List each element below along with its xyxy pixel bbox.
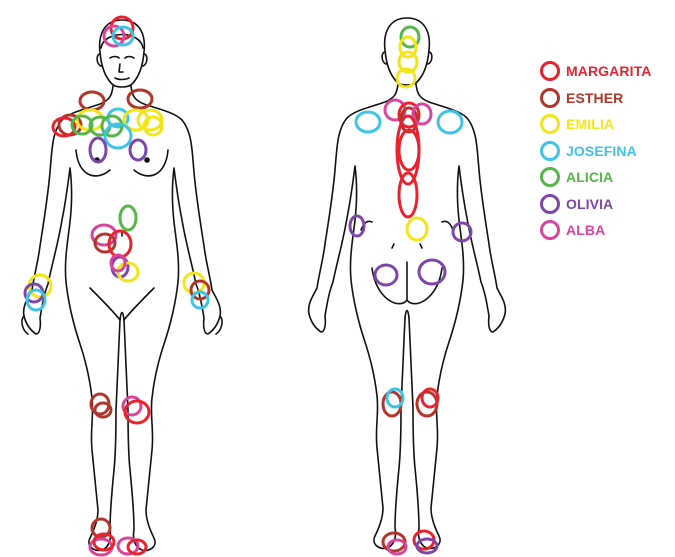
marker-back-spine-margarita [399, 130, 419, 170]
legend-swatch-alicia [540, 167, 560, 187]
marker-back-spine-margarita [399, 173, 417, 217]
legend-label-esther: ESTHER [566, 90, 623, 106]
legend-swatch-emilia [540, 114, 560, 134]
legend-label-josefina: JOSEFINA [566, 143, 637, 159]
legend-label-olivia: OLIVIA [566, 196, 613, 212]
marker-back-lower-back-olivia [375, 265, 397, 285]
marker-back-spine-emilia [407, 218, 427, 240]
marker-front-abdomen-alicia [120, 206, 136, 230]
legend-item-alba: ALBA [540, 217, 651, 244]
legend-item-esther: ESTHER [540, 85, 651, 112]
marker-front-chest-olivia [130, 140, 146, 160]
legend-item-josefina: JOSEFINA [540, 138, 651, 165]
marker-back-feet-olivia [417, 539, 437, 553]
marker-back-elbows-olivia [350, 216, 364, 236]
legend-item-margarita: MARGARITA [540, 58, 651, 85]
legend-item-alicia: ALICIA [540, 164, 651, 191]
legend-swatch-josefina [540, 141, 560, 161]
legend-item-emilia: EMILIA [540, 111, 651, 138]
legend: MARGARITA ESTHER EMILIA JOSEFINA ALICIA … [540, 58, 651, 244]
legend-label-emilia: EMILIA [566, 116, 614, 132]
marker-back-upper-back-josefina [438, 111, 462, 133]
legend-label-margarita: MARGARITA [566, 63, 651, 79]
legend-swatch-esther [540, 88, 560, 108]
legend-item-olivia: OLIVIA [540, 191, 651, 218]
legend-swatch-olivia [540, 194, 560, 214]
marker-back-upper-back-josefina [356, 112, 380, 132]
legend-swatch-margarita [540, 61, 560, 81]
pain-markers [25, 17, 471, 555]
back-body-outline [309, 18, 506, 548]
legend-label-alba: ALBA [566, 222, 605, 238]
legend-swatch-alba [540, 220, 560, 240]
marker-back-knees-esther [383, 392, 401, 416]
marker-front-neck-shoulders-esther [128, 90, 152, 108]
legend-label-alicia: ALICIA [566, 169, 613, 185]
